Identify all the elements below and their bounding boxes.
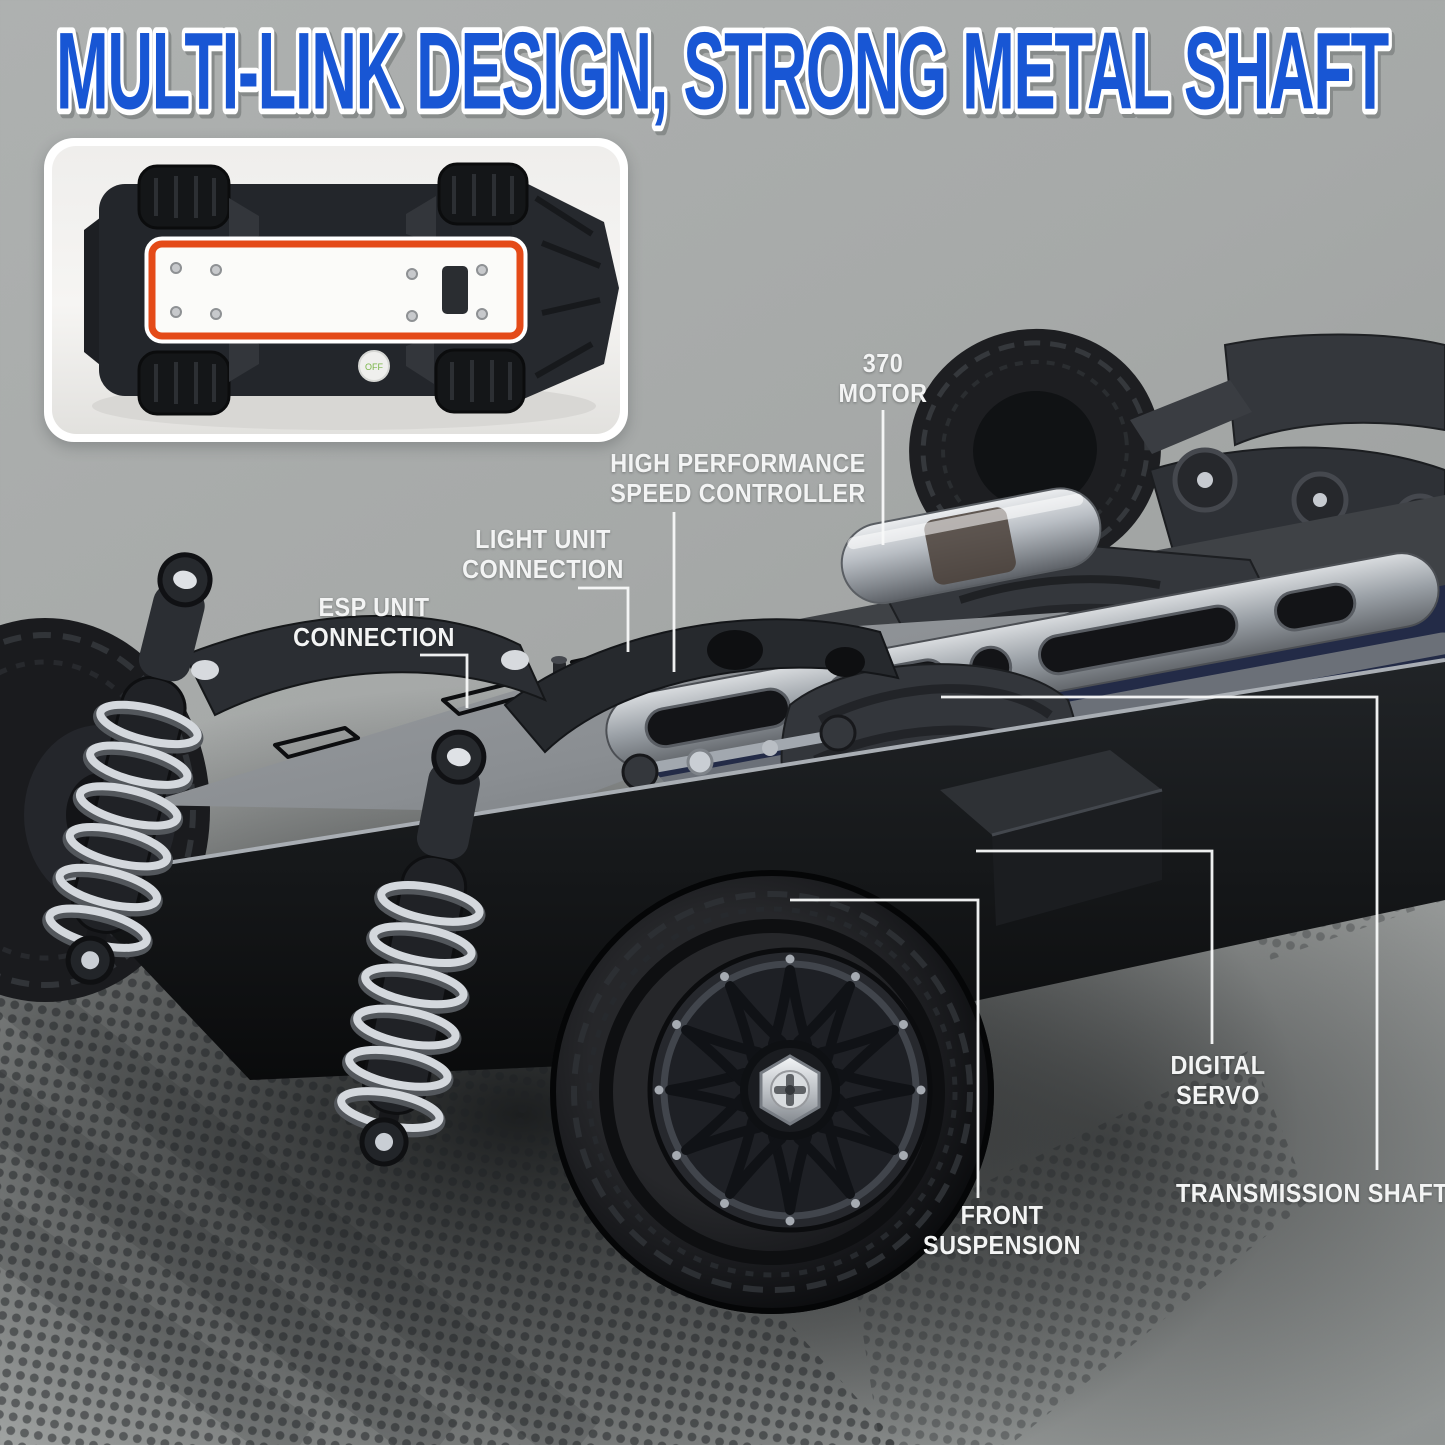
label-line: FRONT bbox=[960, 1200, 1044, 1230]
label-speed-controller: HIGH PERFORMANCE SPEED CONTROLLER bbox=[610, 448, 866, 508]
steering-link bbox=[621, 714, 857, 791]
label-line: ESP UNIT bbox=[318, 592, 430, 622]
shock-absorber-right bbox=[331, 729, 513, 1167]
label-line: DIGITAL bbox=[1170, 1050, 1266, 1080]
label-line: CONNECTION bbox=[462, 554, 624, 585]
label-370-motor: 370 MOTOR bbox=[839, 348, 928, 408]
label-line: MOTOR bbox=[838, 378, 928, 409]
label-line: TRANSMISSION SHAFT bbox=[1175, 1178, 1445, 1208]
switch-label: OFF bbox=[365, 362, 383, 372]
page-title: MULTI-LINK DESIGN, STRONG METAL SHAFT bbox=[56, 10, 1389, 132]
label-line: HIGH PERFORMANCE bbox=[610, 448, 866, 478]
label-transmission-shaft: TRANSMISSION SHAFT bbox=[1176, 1178, 1445, 1208]
power-switch-button: OFF bbox=[358, 350, 390, 382]
label-digital-servo: DIGITAL SERVO bbox=[1170, 1050, 1265, 1110]
label-line: LIGHT UNIT bbox=[475, 524, 611, 554]
label-light-unit-connection: LIGHT UNIT CONNECTION bbox=[462, 524, 624, 584]
shock-absorber-left bbox=[36, 552, 213, 985]
upper-suspension-arm bbox=[183, 614, 547, 717]
label-line: 370 bbox=[862, 348, 904, 378]
motor-370 bbox=[840, 487, 1102, 605]
label-front-suspension: FRONT SUSPENSION bbox=[923, 1200, 1081, 1260]
underside-photo-card: OFF bbox=[44, 138, 628, 442]
car-underside: OFF bbox=[84, 162, 619, 416]
label-line: SUSPENSION bbox=[923, 1230, 1081, 1261]
label-line: SPEED CONTROLLER bbox=[610, 478, 866, 509]
label-esp-unit-connection: ESP UNIT CONNECTION bbox=[293, 592, 455, 652]
headline-banner: MULTI-LINK DESIGN, STRONG METAL SHAFT bbox=[51, 6, 1396, 137]
label-line: CONNECTION bbox=[293, 622, 455, 653]
battery-plate-highlight bbox=[144, 236, 528, 344]
power-switch-slot bbox=[442, 266, 468, 314]
label-line: SERVO bbox=[1176, 1080, 1260, 1111]
underside-photo: OFF bbox=[52, 146, 620, 434]
